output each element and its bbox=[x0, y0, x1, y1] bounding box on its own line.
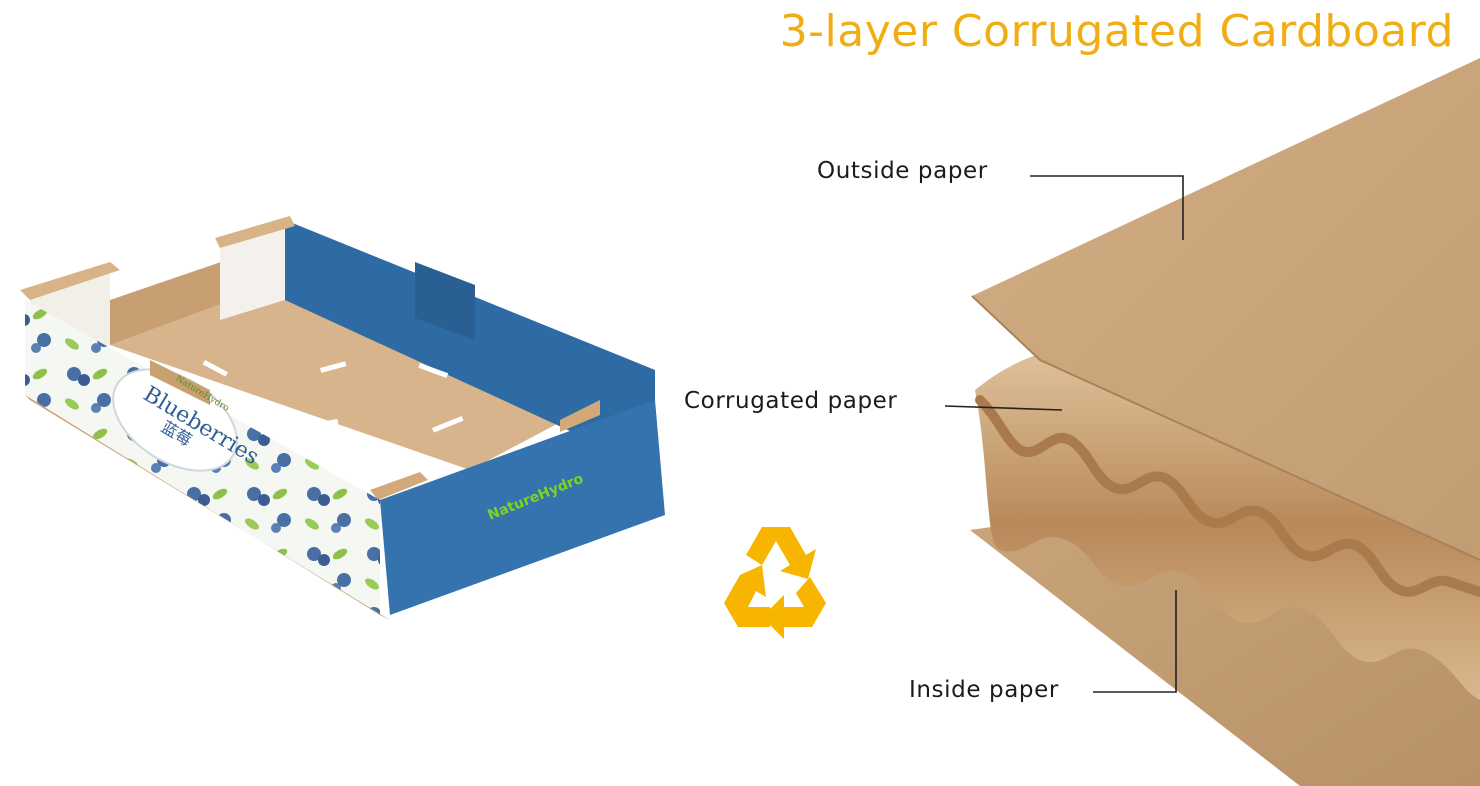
outside-paper-label: Outside paper bbox=[817, 158, 988, 184]
recycle-icon bbox=[724, 527, 826, 639]
page-title: 3-layer Corrugated Cardboard bbox=[779, 6, 1454, 57]
outside-paper-sheet bbox=[972, 58, 1480, 560]
outside-leader-line bbox=[1030, 175, 1184, 240]
corrugated-wave-edge bbox=[975, 395, 1480, 597]
fruit-tray-box bbox=[20, 216, 665, 620]
corrugated-leader-line bbox=[944, 405, 1063, 411]
inside-paper-label: Inside paper bbox=[909, 677, 1059, 703]
inside-leader-line bbox=[1093, 590, 1177, 693]
corrugated-paper-label: Corrugated paper bbox=[684, 388, 898, 414]
